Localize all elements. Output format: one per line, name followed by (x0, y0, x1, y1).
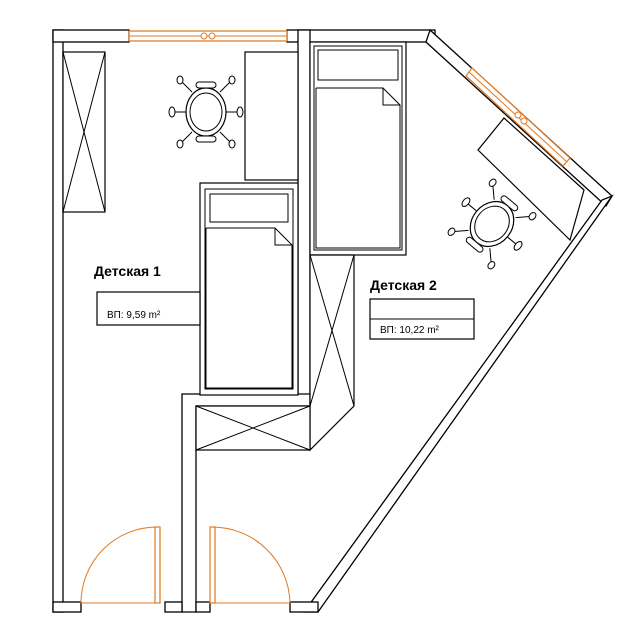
area-label: ВП: 10,22 m² (380, 325, 440, 336)
wall-bottom-right (289, 601, 319, 613)
door-room-2 (209, 526, 291, 604)
corner-desk-room-2 (477, 117, 585, 242)
window-top (128, 30, 288, 42)
chair-room-1 (168, 75, 244, 149)
room-name: Детская 1 (94, 263, 161, 279)
wall-bottom-center-a (164, 601, 183, 613)
door-room-1 (80, 526, 161, 604)
wall-left (52, 29, 64, 613)
storage-under-partition (195, 405, 311, 451)
bed-room-1 (199, 182, 299, 396)
window-diagonal (465, 67, 571, 167)
room-label-room-2: Детская 2 ВП: 10,22 m² (369, 277, 475, 340)
room-label-room-1: Детская 1 ВП: 9,59 m² (94, 263, 201, 326)
wall-partition-upper (297, 29, 311, 403)
area-label: ВП: 9,59 m² (107, 310, 161, 321)
wall-bottom-left (52, 601, 82, 613)
wardrobe-room-2 (309, 254, 355, 452)
bed-room-2 (309, 41, 407, 256)
room-name: Детская 2 (370, 277, 437, 293)
wardrobe-room-1 (62, 51, 106, 213)
desk-room-1 (244, 51, 299, 181)
wall-bottom-center-b (195, 601, 211, 613)
area-box (96, 291, 201, 326)
wall-top-left (52, 29, 130, 43)
